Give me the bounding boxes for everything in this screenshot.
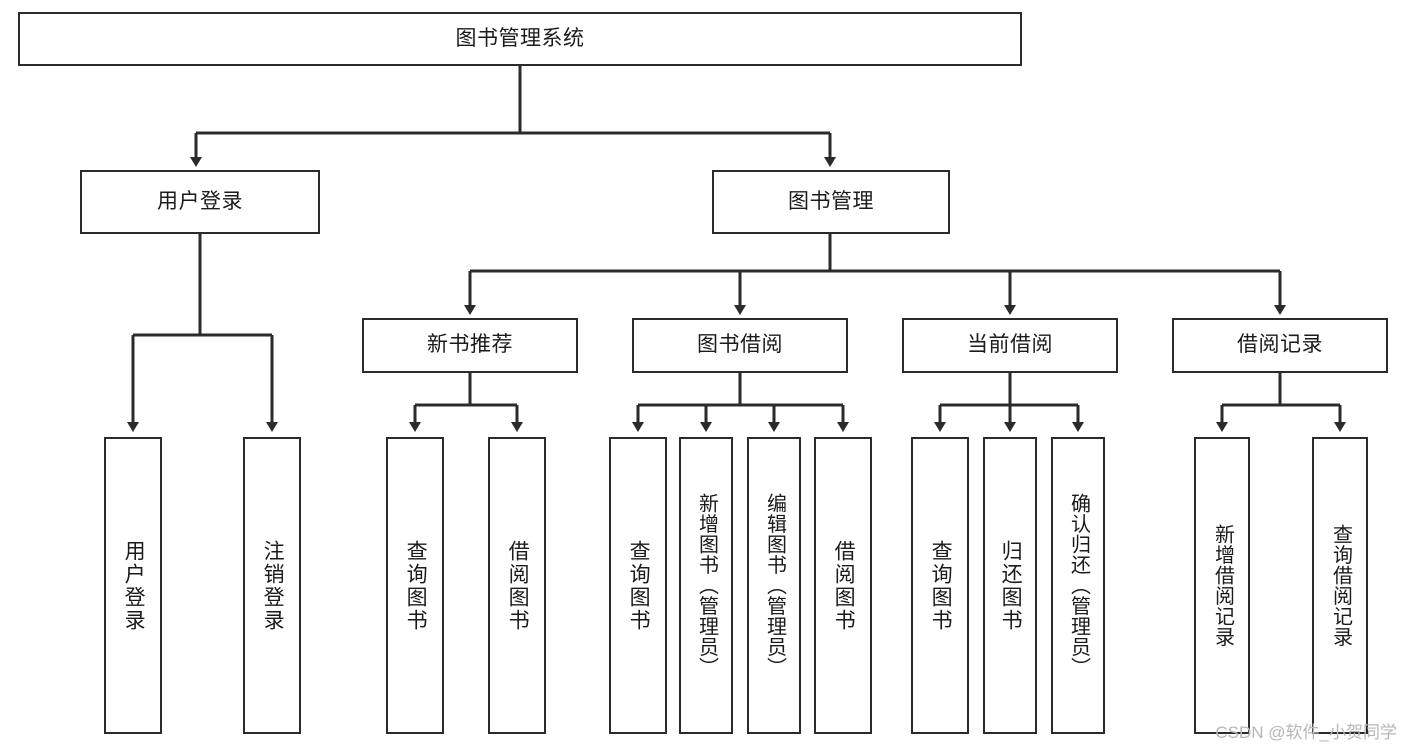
leaf-return-book-label: 归还图书 [999, 539, 1023, 632]
leaf-confirm-return-label: 确认归还（管理员） [1067, 493, 1090, 678]
leaf-query-book-3[interactable]: 查询图书 [911, 437, 969, 734]
leaf-add-book[interactable]: 新增图书（管理员） [679, 437, 733, 734]
leaf-borrow-book-2[interactable]: 借阅图书 [814, 437, 872, 734]
node-book-manage-label: 图书管理 [788, 189, 874, 213]
node-new-book-recommend-label: 新书推荐 [427, 333, 513, 357]
leaf-query-record-label: 查询借阅记录 [1329, 524, 1352, 647]
node-new-book-recommend[interactable]: 新书推荐 [362, 318, 578, 373]
leaf-query-book-2-label: 查询图书 [627, 539, 651, 632]
node-book-borrow[interactable]: 图书借阅 [632, 318, 848, 373]
node-current-borrow[interactable]: 当前借阅 [902, 318, 1118, 373]
leaf-query-book-2[interactable]: 查询图书 [609, 437, 667, 734]
leaf-add-record[interactable]: 新增借阅记录 [1194, 437, 1250, 734]
leaf-edit-book-label: 编辑图书（管理员） [763, 493, 786, 678]
leaf-query-book-1-label: 查询图书 [404, 539, 428, 632]
leaf-borrow-book-2-label: 借阅图书 [832, 539, 856, 632]
leaf-logout-login[interactable]: 注销登录 [243, 437, 301, 734]
leaf-add-record-label: 新增借阅记录 [1211, 524, 1234, 647]
leaf-query-book-3-label: 查询图书 [929, 539, 953, 632]
leaf-edit-book[interactable]: 编辑图书（管理员） [747, 437, 801, 734]
leaf-borrow-book-1-label: 借阅图书 [506, 539, 530, 632]
node-current-borrow-label: 当前借阅 [967, 333, 1053, 357]
leaf-user-login[interactable]: 用户登录 [104, 437, 162, 734]
leaf-confirm-return[interactable]: 确认归还（管理员） [1051, 437, 1105, 734]
leaf-logout-login-label: 注销登录 [261, 539, 285, 632]
node-book-manage[interactable]: 图书管理 [712, 170, 950, 234]
leaf-user-login-label: 用户登录 [122, 539, 146, 632]
node-borrow-record-label: 借阅记录 [1237, 333, 1323, 357]
leaf-query-record[interactable]: 查询借阅记录 [1312, 437, 1368, 734]
leaf-add-book-label: 新增图书（管理员） [695, 493, 718, 678]
leaf-return-book[interactable]: 归还图书 [983, 437, 1037, 734]
node-borrow-record[interactable]: 借阅记录 [1172, 318, 1388, 373]
csdn-watermark: CSDN @软件_小贺同学 [1215, 723, 1397, 742]
node-book-borrow-label: 图书借阅 [697, 333, 783, 357]
node-root-label: 图书管理系统 [455, 26, 585, 50]
node-user-login[interactable]: 用户登录 [80, 170, 320, 234]
leaf-borrow-book-1[interactable]: 借阅图书 [488, 437, 546, 734]
leaf-query-book-1[interactable]: 查询图书 [386, 437, 444, 734]
node-user-login-label: 用户登录 [157, 189, 243, 213]
node-root[interactable]: 图书管理系统 [18, 12, 1022, 66]
